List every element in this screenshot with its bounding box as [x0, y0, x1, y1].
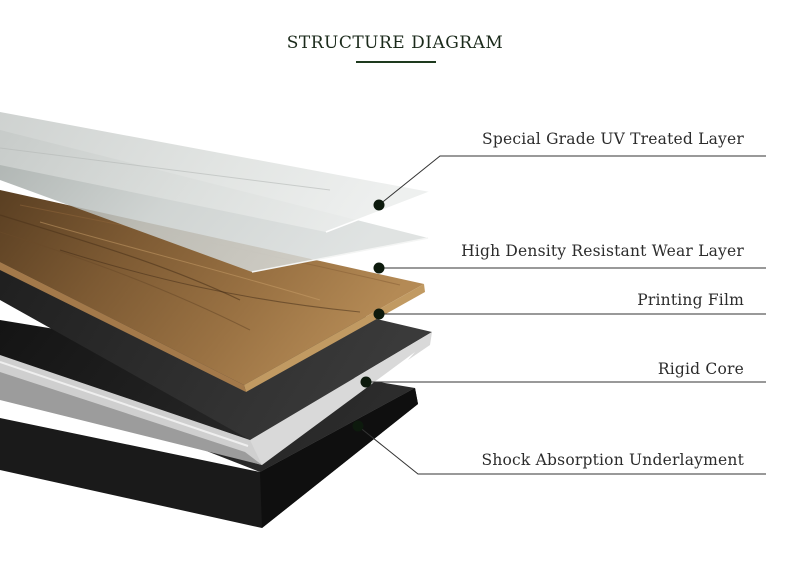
leader-uv — [378, 155, 766, 206]
diagram-title: STRUCTURE DIAGRAM — [286, 33, 504, 53]
leader-underlay — [357, 425, 766, 475]
label-printing-film: Printing Film — [637, 291, 744, 309]
label-underlayment: Shock Absorption Underlayment — [481, 451, 744, 469]
marker-uv — [373, 199, 385, 211]
printing-film-slab — [0, 190, 425, 392]
title-underline — [356, 61, 436, 63]
marker-wear — [373, 262, 385, 274]
label-rigid-core: Rigid Core — [657, 360, 744, 378]
uv-layer-slab — [0, 112, 431, 233]
marker-core — [360, 376, 372, 388]
label-uv-layer: Special Grade UV Treated Layer — [482, 130, 744, 148]
label-wear-layer: High Density Resistant Wear Layer — [461, 242, 744, 260]
marker-printing — [373, 308, 385, 320]
marker-underlay — [352, 420, 364, 432]
leader-lines — [357, 155, 766, 475]
layer-markers — [352, 199, 385, 432]
